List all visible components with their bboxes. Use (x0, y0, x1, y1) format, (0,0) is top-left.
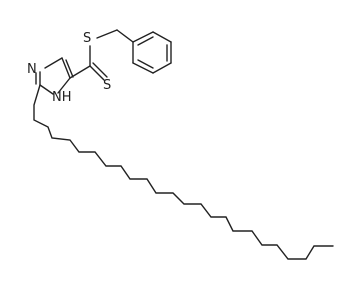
imidazole-ring (35, 57, 74, 95)
benzene-ring (132, 31, 172, 74)
dithioester-group (69, 29, 134, 81)
bond-c-s-double-b (92, 62, 108, 78)
bond-ph-inner-1 (137, 36, 154, 46)
atom-label-nh-ring: NH (52, 90, 72, 105)
atom-label-s-thione: S (103, 78, 111, 93)
bond-ph-5 (132, 62, 154, 74)
bond-c4a-nh (57, 77, 71, 94)
bond-c4-c5 (44, 57, 63, 69)
bond-ph-1 (132, 31, 154, 43)
atom-label-s-thioether: S (83, 31, 91, 46)
bond-c5-c4a-double (65, 59, 74, 78)
bond-ring-c (69, 65, 91, 79)
bond-s-ch2 (96, 29, 118, 39)
bond-ph-4 (152, 62, 172, 74)
bond-c-s-double-a (89, 65, 105, 81)
atom-label-n-ring: N (27, 62, 37, 77)
bond-ch2-phenyl (116, 29, 134, 43)
bond-ph-inner-3 (137, 59, 154, 69)
bond-c5-c4a (61, 57, 71, 79)
bond-ph-2 (152, 31, 172, 43)
bond-nh-c2 (39, 84, 54, 95)
alkyl-chain (33, 84, 334, 260)
